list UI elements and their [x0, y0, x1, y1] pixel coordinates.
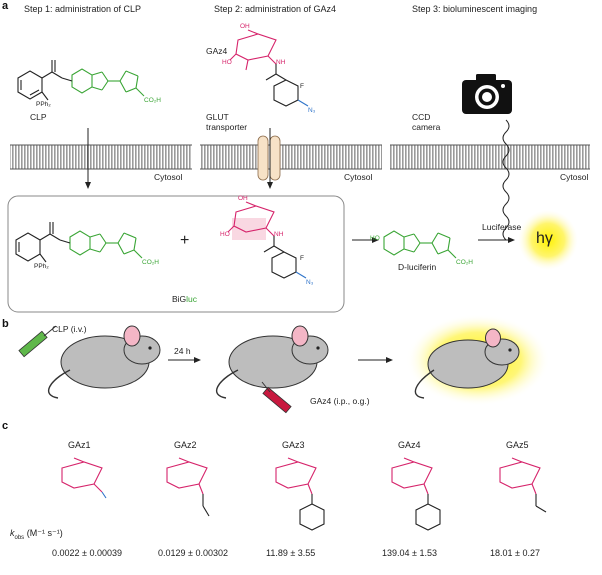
- bigluc-structure: [15, 222, 143, 263]
- panel-label-c: c: [2, 420, 9, 432]
- gaz4-structure: [229, 29, 309, 107]
- membrane-left: [10, 144, 192, 170]
- kobs-value-3: 11.89 ± 3.55: [266, 548, 316, 558]
- panel-label-b: b: [2, 318, 9, 330]
- step2-title: Step 2: administration of GAz4: [214, 4, 337, 14]
- bigluc-label: BiGluc: [172, 294, 198, 304]
- hv-label: hγ: [536, 230, 553, 247]
- membrane-middle: [200, 144, 382, 170]
- mouse-icon-2: [215, 325, 329, 399]
- kobs-value-1: 0.0022 ± 0.00039: [52, 548, 123, 558]
- syringe-icon: [18, 325, 57, 358]
- dluciferin-label: D-luciferin: [398, 262, 437, 272]
- glut-transporter-icon: [257, 135, 281, 181]
- kobs-value-5: 18.01 ± 0.27: [490, 548, 540, 558]
- time-label: 24 h: [174, 346, 191, 356]
- f-label-1: F: [300, 83, 304, 90]
- mouse-icon: [47, 325, 161, 399]
- pph2-label-2: PPh₂: [34, 263, 49, 270]
- luciferin-structure: [383, 230, 457, 259]
- ccd-label-2: camera: [412, 122, 441, 132]
- compound-name-5: GAz5: [506, 440, 529, 450]
- step1-title: Step 1: administration of CLP: [24, 4, 142, 14]
- bigluc-box: [7, 195, 345, 313]
- compound-name-4: GAz4: [398, 440, 421, 450]
- cytosol-right: Cytosol: [560, 172, 589, 182]
- membrane-right: [390, 144, 590, 170]
- gaz4-route-label: GAz4 (i.p., o.g.): [310, 396, 370, 406]
- camera-icon: [462, 74, 512, 114]
- glow-icon: [518, 210, 578, 270]
- kobs-label: kobs (M⁻¹ s⁻¹): [10, 528, 63, 541]
- clp-iv-label: CLP (i.v.): [52, 324, 87, 334]
- luciferase-label: Luciferase: [482, 222, 522, 232]
- co2h-label-3: CO₂H: [456, 259, 473, 266]
- step3-title: Step 3: bioluminescent imaging: [412, 4, 538, 14]
- cytosol-mid: Cytosol: [344, 172, 373, 182]
- clp-structure: [17, 60, 145, 101]
- nh-label-2: NH: [274, 231, 284, 238]
- highlight-sugar: [232, 218, 266, 240]
- glut-label-2: transporter: [206, 122, 248, 132]
- co2h-label-1: CO₂H: [144, 97, 161, 104]
- gaz4-label: GAz4: [206, 46, 228, 56]
- pph2-label-1: PPh₂: [36, 101, 51, 108]
- ho-luciferin: HO: [370, 235, 380, 242]
- oh-label-2: OH: [238, 195, 248, 202]
- photon-wave: [502, 119, 510, 241]
- nh-label-1: NH: [276, 59, 286, 66]
- glut-label-1: GLUT: [206, 112, 229, 122]
- mouse-icon-3: [414, 328, 520, 399]
- syringe-icon-2: [261, 381, 292, 414]
- n3-label-2: N₃: [306, 279, 314, 286]
- cytosol-left: Cytosol: [154, 172, 183, 182]
- clp-label: CLP: [30, 112, 47, 122]
- box-gaz4-structure: [227, 201, 307, 279]
- ho-label-2: HO: [220, 231, 230, 238]
- gaz-structures: [61, 457, 547, 531]
- compound-name-2: GAz2: [174, 440, 197, 450]
- f-label-2: F: [300, 255, 304, 262]
- co2h-label-2: CO₂H: [142, 259, 159, 266]
- n3-label-1: N₃: [308, 107, 316, 114]
- ccd-label-1: CCD: [412, 112, 431, 122]
- compound-name-3: GAz3: [282, 440, 305, 450]
- panel-label-a: a: [2, 0, 9, 12]
- oh-label-1: OH: [240, 23, 250, 30]
- kobs-value-4: 139.04 ± 1.53: [382, 548, 437, 558]
- compound-name-1: GAz1: [68, 440, 91, 450]
- kobs-value-2: 0.0129 ± 0.00302: [158, 548, 229, 558]
- ho-label-1: HO: [222, 59, 232, 66]
- plus-sign: +: [180, 232, 190, 249]
